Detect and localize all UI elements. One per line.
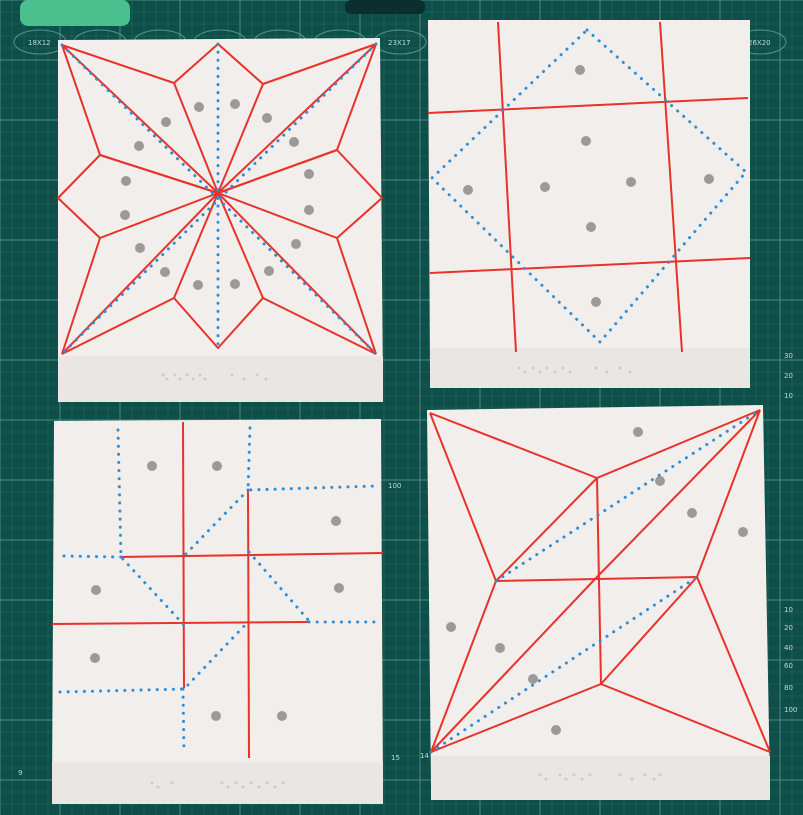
mat-ruler-label: 20 <box>784 624 793 632</box>
braille-tab <box>431 756 770 800</box>
mat-size-label: 23X17 <box>388 39 411 47</box>
braille-tab <box>430 348 750 388</box>
mat-size-label: 18X12 <box>28 39 51 47</box>
card-windmill <box>427 405 770 800</box>
card-pinwheel-grid <box>52 419 383 804</box>
mat-size-label: 26X20 <box>748 39 771 47</box>
mat-ruler-label: 100 <box>388 482 401 490</box>
braille-tab <box>52 762 383 804</box>
card-body <box>58 38 383 402</box>
mat-ruler-label: 30 <box>784 352 793 360</box>
card-body <box>428 20 750 388</box>
dark-object <box>345 0 425 14</box>
card-body <box>52 419 383 804</box>
mat-ruler-label: 60 <box>784 662 793 670</box>
card-compass-star <box>58 38 383 402</box>
mat-ruler-label: 10 <box>784 392 793 400</box>
green-object <box>20 0 130 26</box>
mat-ruler-label: 100 <box>784 706 797 714</box>
mat-ruler-label: 40 <box>784 644 793 652</box>
card-square-diamond <box>428 20 750 388</box>
mat-ruler-label: 14 <box>420 752 429 760</box>
mat-ruler-label: 15 <box>391 754 400 762</box>
mat-ruler-label: 10 <box>784 606 793 614</box>
braille-tab <box>58 356 383 402</box>
mat-ruler-label: 80 <box>784 684 793 692</box>
mat-ruler-label: 9 <box>18 769 22 777</box>
mat-ruler-label: 20 <box>784 372 793 380</box>
